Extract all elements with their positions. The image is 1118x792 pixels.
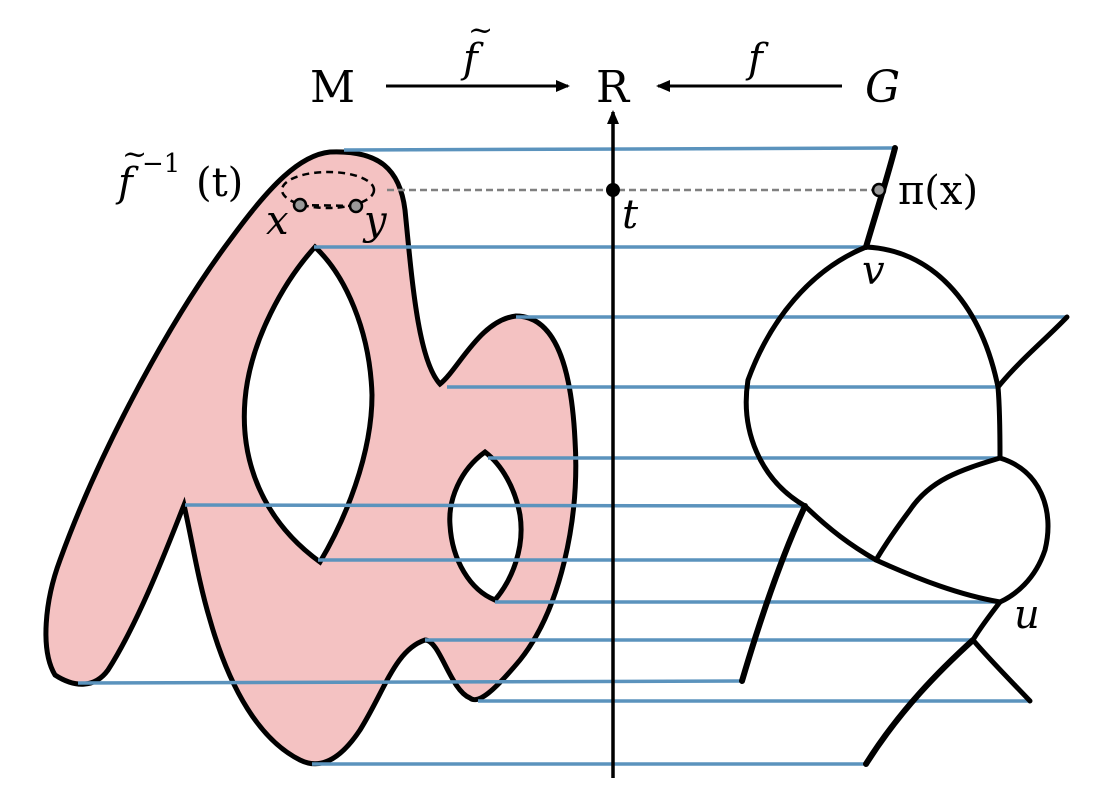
graph-edge-loop-right [997, 455, 1051, 605]
graph-edge-branch-up [995, 314, 1070, 390]
map-f-label: f [745, 36, 769, 82]
surface-hole-large [241, 243, 375, 566]
graph-edge-to-u-fork [970, 599, 1003, 643]
graph-edge-fork-right [970, 637, 1033, 704]
point-x-marker [292, 197, 308, 213]
preimage-arg: (t) [196, 160, 243, 206]
point-pi-marker [871, 182, 887, 198]
level-t-label: t [622, 192, 639, 238]
space-r-label: R [596, 62, 631, 113]
point-x-label: x [266, 198, 289, 244]
graph-edge-left-cycle [743, 244, 879, 563]
level-line [184, 503, 806, 508]
preimage-exponent: −1 [142, 149, 180, 179]
graph-edge-lower [873, 557, 1003, 605]
level-line [343, 146, 896, 152]
point-t-marker [606, 183, 620, 197]
level-set-curve [280, 170, 376, 210]
preimage-tilde: ~ [122, 137, 147, 172]
graph-edge-top [863, 145, 898, 250]
graph-edge-right-cycle [863, 244, 1003, 461]
space-m-label: M [310, 62, 355, 113]
graph-edge-left-leg [739, 503, 808, 684]
projection-label: π(x) [898, 168, 978, 214]
graph-edge-inner [873, 455, 1003, 563]
level-line [77, 679, 743, 685]
point-y-marker [348, 198, 364, 214]
vertex-u-label: u [1014, 592, 1040, 638]
space-g-label: G [865, 62, 900, 113]
reeb-graph-g [739, 145, 1070, 767]
map-ftilde-tilde: ~ [468, 13, 493, 48]
point-y-label: y [362, 198, 388, 244]
level-set-connector [299, 203, 357, 208]
vertex-v-label: v [862, 248, 885, 294]
graph-edge-bottom [863, 637, 976, 767]
surface-hole-small [447, 448, 524, 603]
